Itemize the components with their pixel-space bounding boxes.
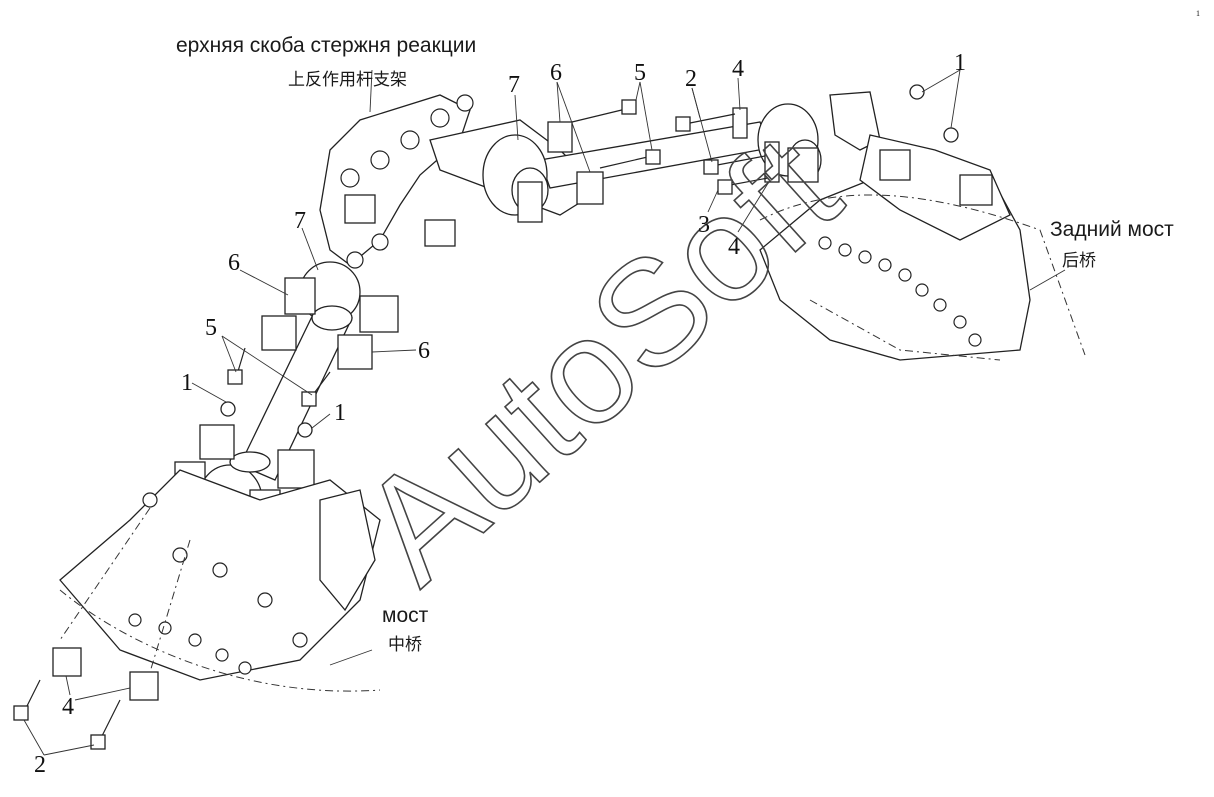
callout-4: 4 — [62, 694, 74, 720]
label-upper-bracket-cn: 上反作用杆支架 — [288, 70, 407, 90]
callout-3: 3 — [698, 212, 710, 238]
callout-1: 1 — [954, 50, 966, 76]
callout-7: 7 — [508, 72, 520, 98]
upper-bolts — [571, 84, 959, 195]
callout-5: 5 — [205, 315, 217, 341]
leader-lines — [23, 69, 961, 756]
lower-plates-bolts — [13, 507, 191, 750]
callout-1: 1 — [1196, 9, 1200, 18]
callout-7: 7 — [294, 208, 306, 234]
callout-4: 4 — [732, 56, 744, 82]
label-middle-axle-cn: 中桥 — [388, 635, 422, 655]
callout-2: 2 — [685, 66, 697, 92]
callout-2: 2 — [34, 752, 46, 778]
callout-6: 6 — [418, 338, 430, 364]
callout-1: 1 — [334, 400, 346, 426]
label-upper-bracket-ru: ерхняя скоба стержня реакции — [176, 34, 476, 57]
label-middle-axle-ru: мост — [382, 604, 429, 627]
rear-axle-drawing — [759, 91, 1086, 361]
callout-6: 6 — [228, 250, 240, 276]
callout-1: 1 — [181, 370, 193, 396]
callout-4: 4 — [728, 234, 740, 260]
middle-axle-drawing — [59, 469, 381, 692]
label-rear-axle-ru: Задний мост — [1050, 218, 1174, 241]
callout-5: 5 — [634, 60, 646, 86]
label-rear-axle-cn: 后桥 — [1062, 251, 1096, 271]
upper-reaction-rod — [482, 103, 822, 223]
callout-6: 6 — [550, 60, 562, 86]
